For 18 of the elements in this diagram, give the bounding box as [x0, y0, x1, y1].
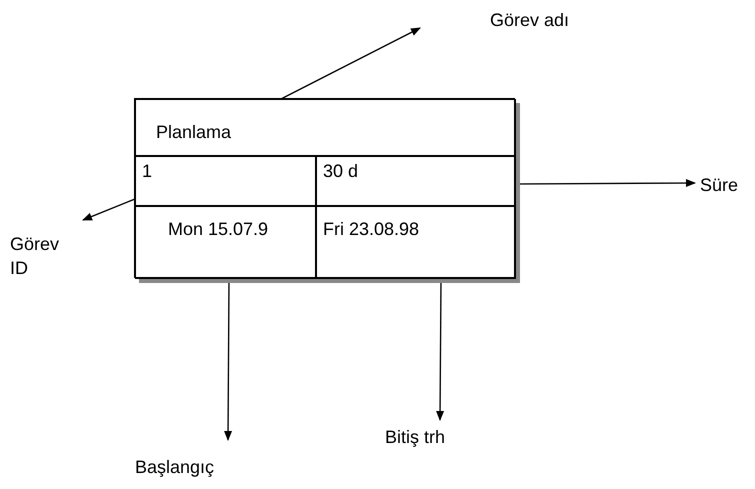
- field-value: 1: [142, 161, 152, 182]
- leader-arrow: [280, 27, 421, 100]
- field-value: 30 d: [323, 161, 358, 182]
- field-label: Bitiş trh: [385, 425, 446, 449]
- field-value: Planlama: [156, 122, 232, 143]
- table-cell: [135, 206, 316, 279]
- table-cell: [316, 206, 516, 279]
- field-label: Süre: [700, 173, 738, 197]
- table-cell: [316, 156, 516, 206]
- field-label: Görev adı: [490, 8, 570, 32]
- table-cell: [135, 156, 316, 206]
- table-cell: [135, 99, 516, 156]
- field-label: Görev ID: [10, 232, 70, 280]
- leader-arrow: [82, 198, 136, 221]
- field-label: Başlangıç: [135, 455, 214, 479]
- field-value: Fri 23.08.98: [323, 219, 420, 240]
- node-box: [134, 98, 515, 278]
- field-value: Mon 15.07.9: [168, 219, 268, 240]
